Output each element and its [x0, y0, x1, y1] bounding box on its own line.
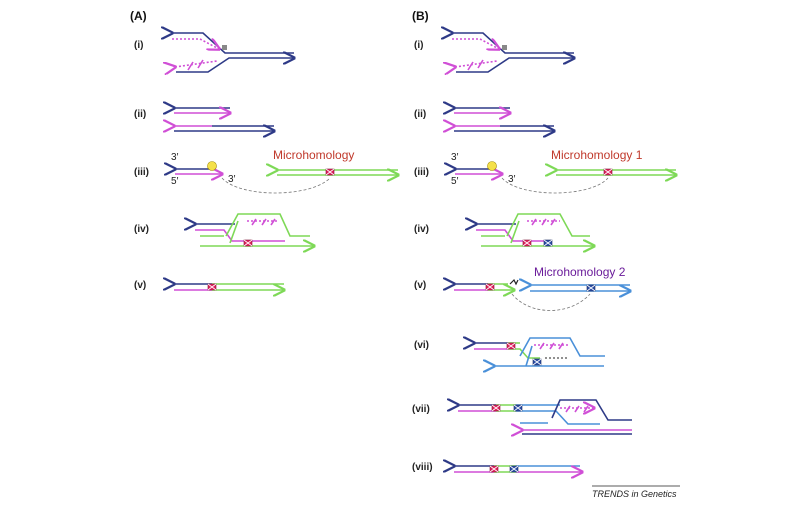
a-i-fork: [172, 33, 294, 72]
row-label-b-vii: (vii): [412, 404, 430, 415]
panel-label-a: (A): [130, 9, 147, 23]
a-iii-5prime-label: 5′: [171, 176, 179, 187]
b-iv-microhomology-1-mark: [522, 239, 532, 247]
row-label-a-iii: (iii): [134, 167, 149, 178]
row-label-a-ii: (ii): [134, 109, 146, 120]
b-microhomology-1-label: Microhomology 1: [551, 148, 643, 162]
b-v-strands: [454, 284, 630, 311]
row-label-a-i: (i): [134, 40, 143, 51]
b-v-microhomology-1-mark: [485, 283, 495, 291]
a-microhomology-label: Microhomology: [273, 148, 354, 162]
b-viii-microhomology-1-mark: [489, 465, 499, 473]
a-iii-3prime-tail-label: 3′: [228, 174, 236, 185]
a-v-product: [174, 284, 284, 290]
row-label-a-v: (v): [134, 280, 146, 291]
b-vii-second-invasion: [458, 400, 632, 434]
journal-credit: TRENDS in Genetics: [592, 489, 677, 499]
a-v-microhomology-mark: [207, 283, 217, 291]
a-iv-microhomology-mark: [243, 239, 253, 247]
a-iii-strands: [175, 169, 398, 194]
b-vii-microhomology-1-mark: [491, 404, 501, 412]
a-iii-end-marker: [207, 161, 217, 171]
b-v-end-tag: [509, 278, 519, 286]
a-ii-strands: [174, 108, 274, 131]
row-label-a-iv: (iv): [134, 224, 149, 235]
a-iv-invasion: [195, 213, 314, 246]
row-label-b-v: (v): [414, 280, 426, 291]
b-viii-microhomology-2-mark: [509, 465, 519, 473]
b-iii-5prime-label: 5′: [451, 176, 459, 187]
b-v-microhomology-2-mark: [586, 284, 596, 292]
row-label-b-viii: (viii): [412, 462, 433, 473]
row-label-b-ii: (ii): [414, 109, 426, 120]
b-vi-microhomology-2-mark: [532, 358, 542, 366]
b-i-fork: [452, 33, 574, 72]
a-iii-3prime-label: 3′: [171, 152, 179, 163]
row-label-b-i: (i): [414, 40, 423, 51]
b-ii-strands: [454, 108, 554, 131]
a-iii-microhomology-mark: [325, 168, 335, 176]
b-iii-3prime-label: 3′: [451, 152, 459, 163]
row-label-b-iii: (iii): [414, 167, 429, 178]
row-label-b-vi: (vi): [414, 340, 429, 351]
panel-label-b: (B): [412, 9, 429, 23]
b-iii-3prime-tail-label: 3′: [508, 174, 516, 185]
row-label-b-iv: (iv): [414, 224, 429, 235]
b-vi-microhomology-1-mark: [506, 342, 516, 350]
b-iii-end-marker: [487, 161, 497, 171]
b-iv-microhomology-2-mark: [543, 239, 553, 247]
b-iv-invasion: [476, 213, 594, 246]
b-vii-microhomology-2-mark: [513, 404, 523, 412]
b-microhomology-2-label: Microhomology 2: [534, 265, 626, 279]
b-iii-strands: [455, 169, 676, 194]
b-iii-microhomology-mark: [603, 168, 613, 176]
